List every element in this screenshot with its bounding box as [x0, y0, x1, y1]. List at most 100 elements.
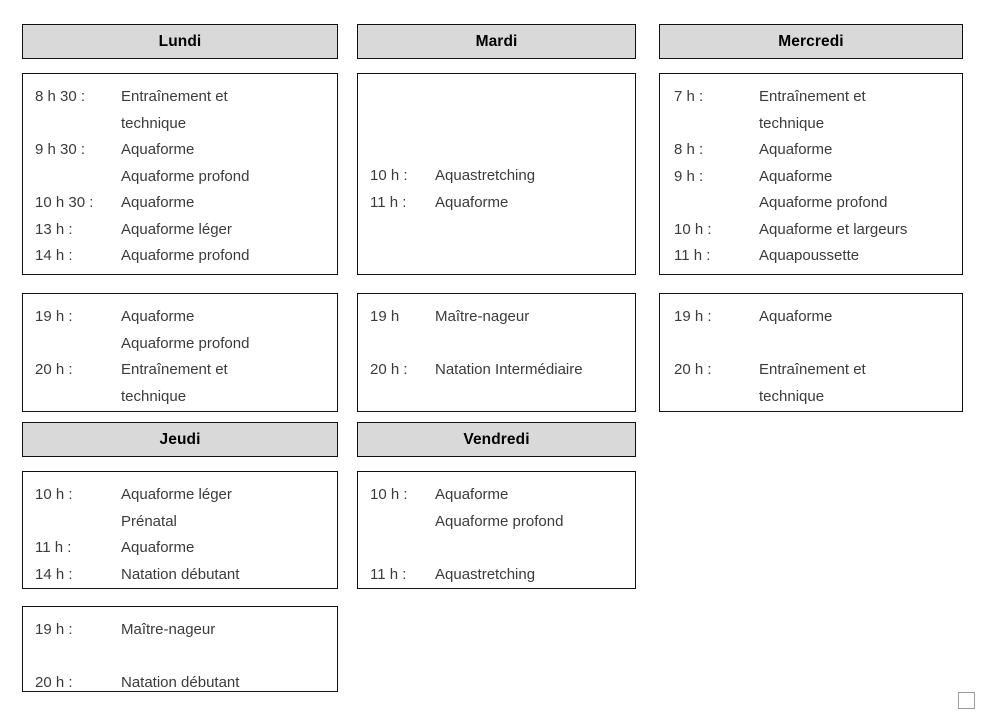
schedule-slot: 10 h : Aquaforme léger Prénatal: [23, 482, 337, 535]
activity-label: Aquaforme profond: [121, 334, 250, 352]
activity-label: technique: [759, 114, 825, 132]
schedule-slot: 10 h : Aquaforme Aquaforme profond: [358, 482, 635, 535]
schedule-block-mardi-morning: 10 h : Aquastretching 11 h : Aquaforme: [357, 73, 636, 275]
slot-time: 20 h :: [35, 674, 73, 691]
schedule-slot: 19 h Maître-nageur: [358, 304, 635, 331]
slot-time: 8 h 30 :: [35, 88, 86, 105]
slot-activities: Aquaforme: [759, 137, 832, 164]
activity-label: Aquastretching: [435, 565, 536, 583]
slot-time: 10 h 30 :: [35, 194, 94, 211]
day-header-mercredi: Mercredi: [659, 24, 963, 59]
day-header-lundi: Lundi: [22, 24, 338, 59]
schedule-block-jeudi-morning: 10 h : Aquaforme léger Prénatal 11 h : A…: [22, 471, 338, 589]
corner-resize-handle[interactable]: [958, 692, 975, 709]
schedule-slot: 20 h : Entraînement et technique: [660, 357, 962, 410]
activity-label: Aquaforme et largeurs: [759, 220, 908, 238]
activity-label: Aquaforme léger: [121, 486, 232, 503]
slot-activities: Aquaforme profond: [121, 243, 249, 270]
activity-label: technique: [121, 387, 187, 405]
slot-activities: Aquaforme: [121, 535, 194, 562]
slot-time: 19 h: [370, 308, 400, 325]
slot-time: 14 h :: [35, 247, 73, 264]
activity-label: Prénatal: [121, 512, 177, 530]
schedule-slot: 20 h : Entraînement et technique: [23, 357, 337, 410]
schedule-slot: 19 h : Aquaforme: [660, 304, 962, 331]
slot-time: 10 h :: [35, 486, 73, 503]
activity-label: Aquaforme profond: [759, 194, 888, 211]
slot-time: 20 h :: [674, 361, 712, 378]
schedule-block-lundi-evening: 19 h : Aquaforme Aquaforme profond 20 h …: [22, 293, 338, 412]
slot-time: 10 h :: [370, 486, 408, 503]
slot-activities: Aquaforme: [435, 190, 508, 217]
schedule-slot: 8 h 30 : Entraînement et technique: [23, 84, 337, 137]
schedule-block-mercredi-morning: 7 h : Entraînement et technique 8 h : Aq…: [659, 73, 963, 275]
slot-activities: Aquaforme Aquaforme profond: [435, 482, 563, 535]
slot-activities: Aquaforme: [121, 190, 194, 217]
activity-label: Aquaforme: [759, 308, 833, 325]
slot-activities: Entraînement et technique: [759, 84, 866, 137]
schedule-slot: 11 h : Aquaforme: [358, 190, 635, 217]
schedule-slot: 11 h : Aquapoussette: [660, 243, 962, 270]
activity-label: Aquaforme: [759, 167, 833, 185]
empty-spacer: [660, 331, 962, 358]
activity-label: Aquaforme profond: [121, 167, 250, 185]
slot-activities: Aquastretching: [435, 562, 535, 589]
activity-label: Aquapoussette: [759, 247, 860, 264]
day-column-lundi: Lundi 8 h 30 : Entraînement et technique…: [22, 24, 338, 412]
schedule-slot: 19 h : Aquaforme Aquaforme profond: [23, 304, 337, 357]
activity-label: Aquastretching: [435, 167, 536, 184]
activity-label: Natation Intermédiaire: [435, 361, 583, 378]
slot-time: 11 h :: [35, 539, 72, 556]
activity-label: Aquaforme: [121, 308, 195, 325]
schedule-slot: 20 h : Natation débutant: [23, 670, 337, 697]
slot-time: 11 h :: [370, 565, 407, 583]
slot-activities: Aquaforme léger Prénatal: [121, 482, 232, 535]
slot-time: 13 h :: [35, 220, 73, 238]
day-header-vendredi: Vendredi: [357, 422, 636, 457]
activity-label: Aquaforme léger: [121, 220, 232, 238]
day-header-jeudi: Jeudi: [22, 422, 338, 457]
slot-time: 10 h :: [674, 220, 712, 238]
empty-spacer: [358, 535, 635, 562]
slot-activities: Natation débutant: [121, 670, 239, 697]
slot-activities: Entraînement et technique: [121, 84, 228, 137]
schedule-block-mercredi-evening: 19 h : Aquaforme 20 h : Entraînement et …: [659, 293, 963, 412]
activity-label: Aquaforme: [759, 141, 833, 158]
schedule-block-mardi-evening: 19 h Maître-nageur 20 h : Natation Inter…: [357, 293, 636, 412]
schedule-slot: 11 h : Aquaforme: [23, 535, 337, 562]
schedule-block-lundi-morning: 8 h 30 : Entraînement et technique 9 h 3…: [22, 73, 338, 275]
activity-label: Aquaforme: [435, 486, 509, 503]
empty-spacer: [358, 84, 635, 163]
slot-time: 14 h :: [35, 565, 73, 583]
activity-label: Entraînement et: [121, 88, 228, 105]
schedule-slot: 14 h : Aquaforme profond: [23, 243, 337, 270]
slot-time: 19 h :: [35, 308, 73, 325]
activity-label: Aquaforme profond: [435, 512, 564, 530]
schedule-slot: 10 h 30 : Aquaforme: [23, 190, 337, 217]
activity-label: Aquaforme: [121, 539, 195, 556]
slot-activities: Aquapoussette: [759, 243, 859, 270]
activity-label: Aquaforme profond: [121, 247, 250, 264]
slot-activities: Aquaforme léger: [121, 217, 232, 244]
day-column-vendredi: Vendredi 10 h : Aquaforme Aquaforme prof…: [357, 422, 636, 589]
schedule-slot: 8 h : Aquaforme: [660, 137, 962, 164]
slot-time: 10 h :: [370, 167, 408, 184]
activity-label: Entraînement et: [121, 361, 228, 378]
slot-activities: Maître-nageur: [435, 304, 529, 331]
activity-label: Entraînement et: [759, 361, 866, 378]
slot-time: 19 h :: [35, 621, 73, 638]
schedule-slot: 11 h : Aquastretching: [358, 562, 635, 589]
slot-activities: Aquaforme: [759, 304, 832, 331]
schedule-slot: 20 h : Natation Intermédiaire: [358, 357, 635, 384]
empty-spacer: [358, 331, 635, 358]
schedule-block-jeudi-evening: 19 h : Maître-nageur 20 h : Natation déb…: [22, 606, 338, 692]
slot-time: 9 h :: [674, 167, 704, 185]
schedule-slot: 10 h : Aquaforme et largeurs: [660, 217, 962, 244]
slot-activities: Aquaforme et largeurs: [759, 217, 907, 244]
slot-time: 19 h :: [674, 308, 712, 325]
day-column-mercredi: Mercredi 7 h : Entraînement et technique…: [659, 24, 963, 412]
slot-activities: Entraînement et technique: [759, 357, 866, 410]
activity-label: technique: [759, 387, 825, 405]
slot-time: 11 h :: [370, 193, 407, 211]
slot-time: 8 h :: [674, 141, 704, 158]
